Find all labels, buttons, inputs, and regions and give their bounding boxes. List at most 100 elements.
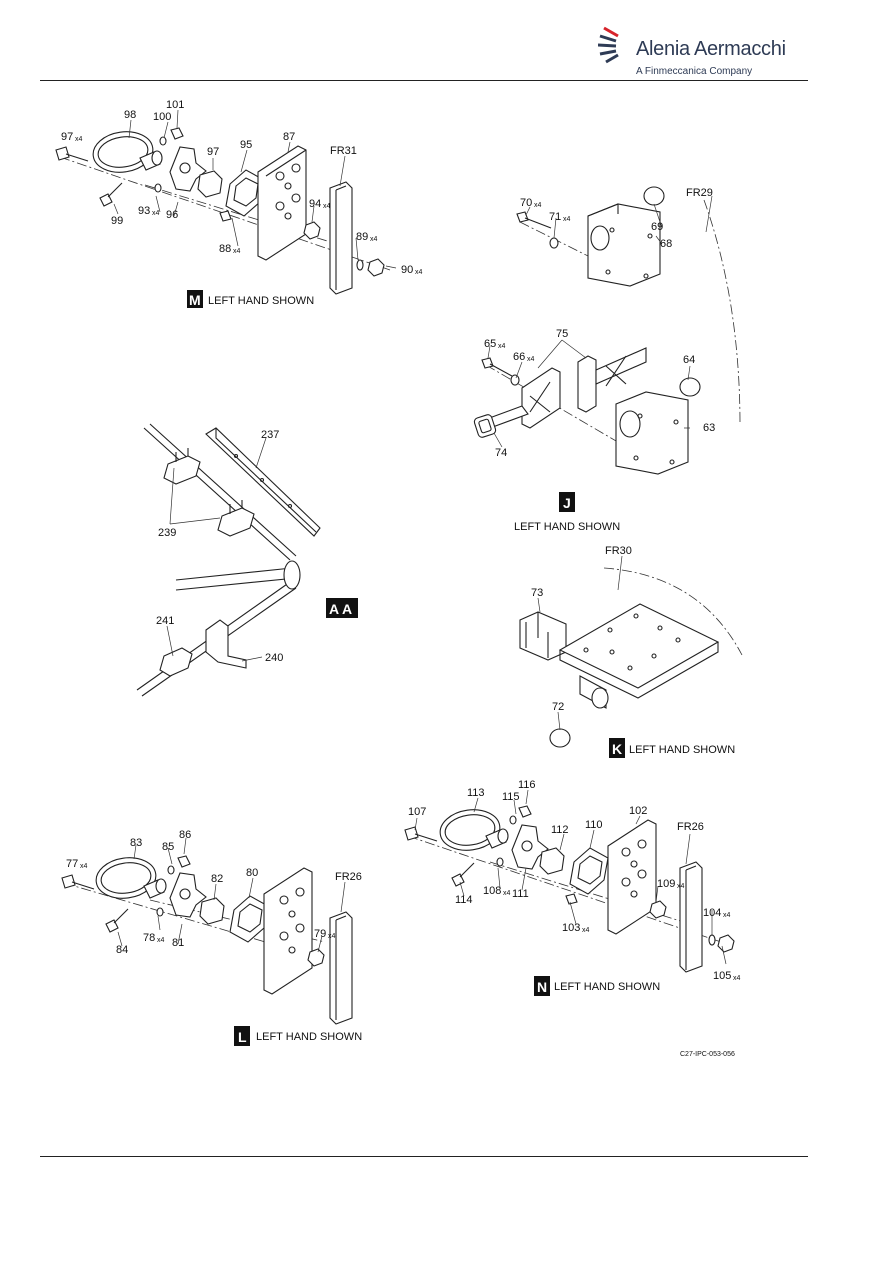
label-75: 75: [556, 328, 568, 340]
qty-109: x4: [677, 883, 685, 890]
label-100: 100: [153, 111, 171, 123]
brand-logo: Alenia Aermacchi A Finmeccanica Company: [597, 22, 798, 82]
label-97b: 97: [207, 146, 219, 158]
view-aa-drawing: 237 239 241 240 A A: [136, 423, 358, 697]
label-103: 103: [562, 922, 580, 934]
label-82: 82: [211, 873, 223, 885]
label-87: 87: [283, 131, 295, 143]
header-rule: [40, 80, 808, 81]
qty-90: x4: [415, 269, 423, 276]
label-fr26-n: FR26: [677, 821, 704, 833]
label-104: 104: [703, 907, 721, 919]
brand-name: Alenia Aermacchi: [636, 38, 786, 60]
view-j-caption: LEFT HAND SHOWN: [514, 521, 620, 533]
label-115: 115: [502, 791, 520, 803]
label-240: 240: [265, 652, 283, 664]
label-113: 113: [467, 787, 485, 799]
label-112: 112: [551, 824, 569, 836]
label-111: 111: [512, 888, 529, 900]
qty-88: x4: [233, 248, 241, 255]
view-n-badge: N: [537, 979, 547, 995]
label-116: 116: [518, 779, 536, 791]
label-99: 99: [111, 215, 123, 227]
qty-93: x4: [152, 210, 160, 217]
qty-104: x4: [723, 912, 731, 919]
label-96: 96: [166, 209, 178, 221]
label-241: 241: [156, 615, 174, 627]
label-81: 81: [172, 937, 184, 949]
view-n-caption: LEFT HAND SHOWN: [554, 981, 660, 993]
label-93: 93: [138, 205, 150, 217]
label-101: 101: [166, 99, 184, 111]
view-aa-badge: A A: [329, 601, 352, 617]
qty-65: x4: [498, 343, 506, 350]
label-65: 65: [484, 338, 496, 350]
label-109: 109: [657, 878, 675, 890]
label-83: 83: [130, 837, 142, 849]
label-94: 94: [309, 198, 321, 210]
label-84: 84: [116, 944, 128, 956]
qty-79: x4: [328, 933, 336, 940]
label-78: 78: [143, 932, 155, 944]
label-69: 69: [651, 221, 663, 233]
label-95: 95: [240, 139, 252, 151]
footer-rule: [40, 1156, 808, 1157]
label-108: 108: [483, 885, 501, 897]
view-m-badge-box: [187, 290, 203, 308]
label-64: 64: [683, 354, 695, 366]
view-m-badge: M: [189, 292, 201, 308]
qty-105: x4: [733, 975, 741, 982]
label-90: 90: [401, 264, 413, 276]
label-98: 98: [124, 109, 136, 121]
label-107: 107: [408, 806, 426, 818]
alenia-swoosh-icon: [597, 26, 619, 64]
label-80: 80: [246, 867, 258, 879]
label-66: 66: [513, 351, 525, 363]
qty-66: x4: [527, 356, 535, 363]
label-102: 102: [629, 805, 647, 817]
label-105: 105: [713, 970, 731, 982]
view-n-badge-box: [534, 976, 550, 996]
label-79: 79: [314, 928, 326, 940]
view-aa-badge-box: [326, 598, 358, 618]
label-fr31: FR31: [330, 145, 357, 157]
qty-70: x4: [534, 202, 542, 209]
brand-subtitle: A Finmeccanica Company: [636, 66, 753, 77]
view-l-badge-box: [234, 1026, 250, 1046]
view-k-badge-box: [609, 738, 625, 758]
qty-103: x4: [582, 927, 590, 934]
view-k-caption: LEFT HAND SHOWN: [629, 744, 735, 756]
view-l-badge: L: [238, 1029, 247, 1045]
label-fr29: FR29: [686, 187, 713, 199]
qty-89: x4: [370, 236, 378, 243]
label-77: 77: [66, 858, 78, 870]
label-68: 68: [660, 238, 672, 250]
figure-reference: C27-IPC-053-056: [680, 1051, 735, 1058]
view-k-badge: K: [612, 741, 622, 757]
label-110: 110: [585, 819, 603, 831]
view-n-drawing: 107 113 115 116 112 110 102 FR26 114 108…: [404, 779, 741, 996]
qty-97: x4: [75, 136, 83, 143]
qty-94: x4: [323, 203, 331, 210]
label-89: 89: [356, 231, 368, 243]
qty-108: x4: [503, 890, 511, 897]
label-73: 73: [531, 587, 543, 599]
view-l-caption: LEFT HAND SHOWN: [256, 1031, 362, 1043]
label-fr26-l: FR26: [335, 871, 362, 883]
label-239: 239: [158, 527, 176, 539]
qty-71: x4: [563, 216, 571, 223]
view-j-badge-box: [559, 492, 575, 512]
label-114: 114: [455, 894, 473, 906]
label-74: 74: [495, 447, 507, 459]
view-k-drawing: FR30 73 72 K LEFT HAND SHOWN: [519, 545, 743, 758]
label-85: 85: [162, 841, 174, 853]
label-71: 71: [549, 211, 561, 223]
label-63: 63: [703, 422, 715, 434]
label-72: 72: [552, 701, 564, 713]
qty-78: x4: [157, 937, 165, 944]
view-j-badge: J: [563, 495, 571, 511]
